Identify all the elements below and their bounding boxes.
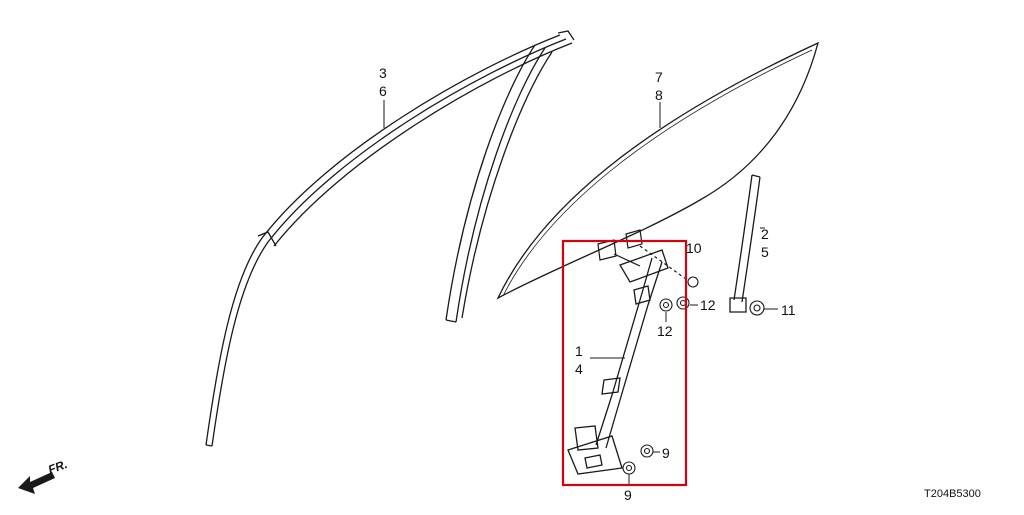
diagram-code: T204B5300: [924, 488, 981, 500]
callout-11: 11: [781, 302, 796, 318]
callout-12-below: 12: [657, 323, 673, 339]
front-label: FR.: [46, 457, 69, 477]
callout-9-below: 9: [624, 487, 632, 503]
callout-3: 3: [379, 65, 387, 81]
callout-7: 7: [655, 69, 663, 85]
door-glass: [496, 41, 819, 300]
callout-5: 5: [761, 244, 769, 260]
callout-9-right: 9: [662, 445, 670, 461]
fastener-10: [687, 276, 699, 288]
door-glass-edge: [502, 49, 813, 297]
fastener-12-below: [659, 298, 673, 312]
callout-4: 4: [575, 361, 583, 377]
fastener-11: [749, 300, 765, 316]
sash-channel: [445, 44, 553, 323]
fastener-12-right: [676, 296, 690, 310]
callout-8: 8: [655, 87, 663, 103]
callout-6: 6: [379, 83, 387, 99]
leader-lines: [383, 100, 778, 484]
window-regulator: [567, 249, 669, 475]
callout-2: 2: [761, 226, 769, 242]
fastener-9-below: [622, 461, 636, 475]
callout-1: 1: [575, 343, 583, 359]
fastener-9-right: [640, 444, 654, 458]
callout-12-right: 12: [700, 297, 716, 313]
highlight-box: [561, 239, 688, 487]
run-channel-molding: [205, 30, 575, 447]
front-direction-arrow: FR.: [18, 457, 69, 494]
callout-10: 10: [686, 240, 702, 256]
rear-run-channel: [729, 174, 761, 313]
